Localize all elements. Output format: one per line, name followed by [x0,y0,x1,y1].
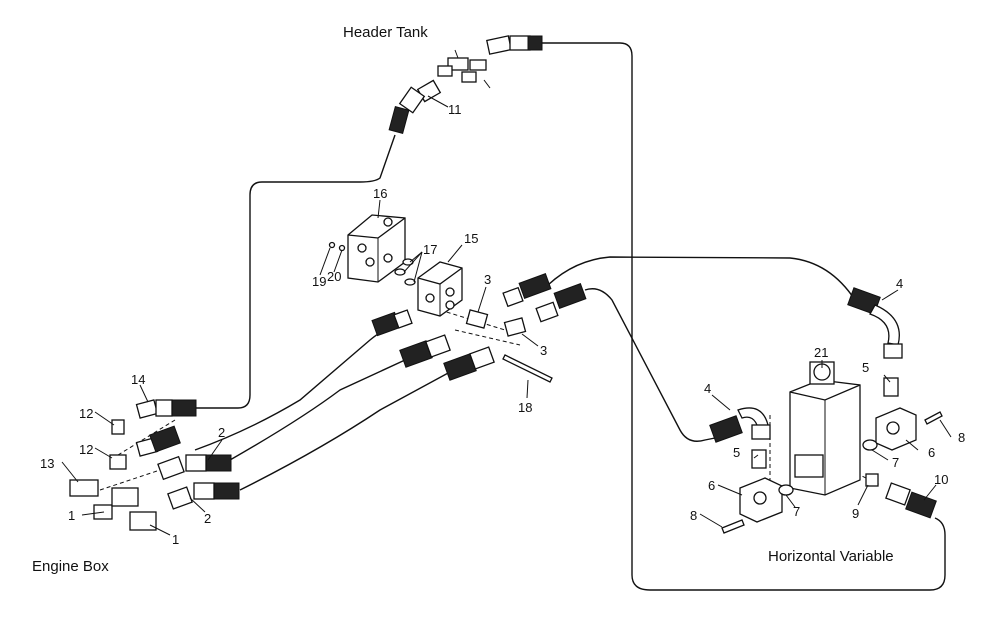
manifold-15 [417,261,463,317]
callout-6-left: 6 [708,478,715,493]
leader-lines [61,95,952,536]
callout-8-left: 8 [690,508,697,523]
screws-19-20 [328,241,346,252]
callout-3-upper: 3 [484,272,491,287]
hose-4-elbows [709,287,903,443]
callout-4-right: 4 [896,276,903,291]
engine-box-fittings [69,399,240,531]
port-block-6-left [739,477,783,523]
bolts-8 [721,411,943,534]
caption-header-tank: Header Tank [343,24,428,41]
header-tank-tee-fitting [437,49,491,89]
hose-engine-lower-2 [239,371,451,491]
hose-ends-manifold [371,273,587,381]
hose-lines [194,42,946,591]
callout-9: 9 [852,506,859,521]
callout-18: 18 [518,400,532,415]
hose-11-elbow [388,79,442,135]
hose-to-motor-top [547,256,856,301]
caption-horizontal-variable: Horizontal Variable [768,548,894,565]
callout-7-left: 7 [793,504,800,519]
callout-13: 13 [40,456,54,471]
tee-fittings-3 [465,309,527,337]
pin-18 [502,354,553,383]
callout-5-left: 5 [733,445,740,460]
callout-19: 19 [312,274,326,289]
hose-to-motor-mid [584,288,716,442]
callout-2-upper: 2 [218,425,225,440]
callout-7-right: 7 [892,455,899,470]
callout-16: 16 [373,186,387,201]
callout-5-right: 5 [862,360,869,375]
callout-15: 15 [464,231,478,246]
callout-17: 17 [423,242,437,257]
washers-7 [778,439,878,496]
hydraulic-motor-21 [789,361,861,496]
callout-3-lower: 3 [540,343,547,358]
callout-1-lower: 1 [172,532,179,547]
hose-header-tank-to-engine [195,134,396,409]
hose-header-tank-return [540,42,946,591]
callout-14: 14 [131,372,145,387]
callout-numbers: 1 1 2 2 3 3 4 4 5 5 6 6 7 7 8 8 9 10 11 … [40,102,965,547]
adapters [751,377,937,519]
hose-engine-lower-1 [229,359,406,461]
callout-11: 11 [448,102,462,117]
callout-4-left: 4 [704,381,711,396]
callout-21: 21 [814,345,828,360]
callout-2-lower: 2 [204,511,211,526]
hose-end-header-tank [486,35,543,55]
callout-6-right: 6 [928,445,935,460]
caption-engine-box: Engine Box [32,558,109,575]
valve-block-16 [347,214,406,283]
callout-12-lower: 12 [79,442,93,457]
callout-20: 20 [327,269,341,284]
callout-1-upper: 1 [68,508,75,523]
callout-10: 10 [934,472,948,487]
callout-8-right: 8 [958,430,965,445]
callout-12-upper: 12 [79,406,93,421]
